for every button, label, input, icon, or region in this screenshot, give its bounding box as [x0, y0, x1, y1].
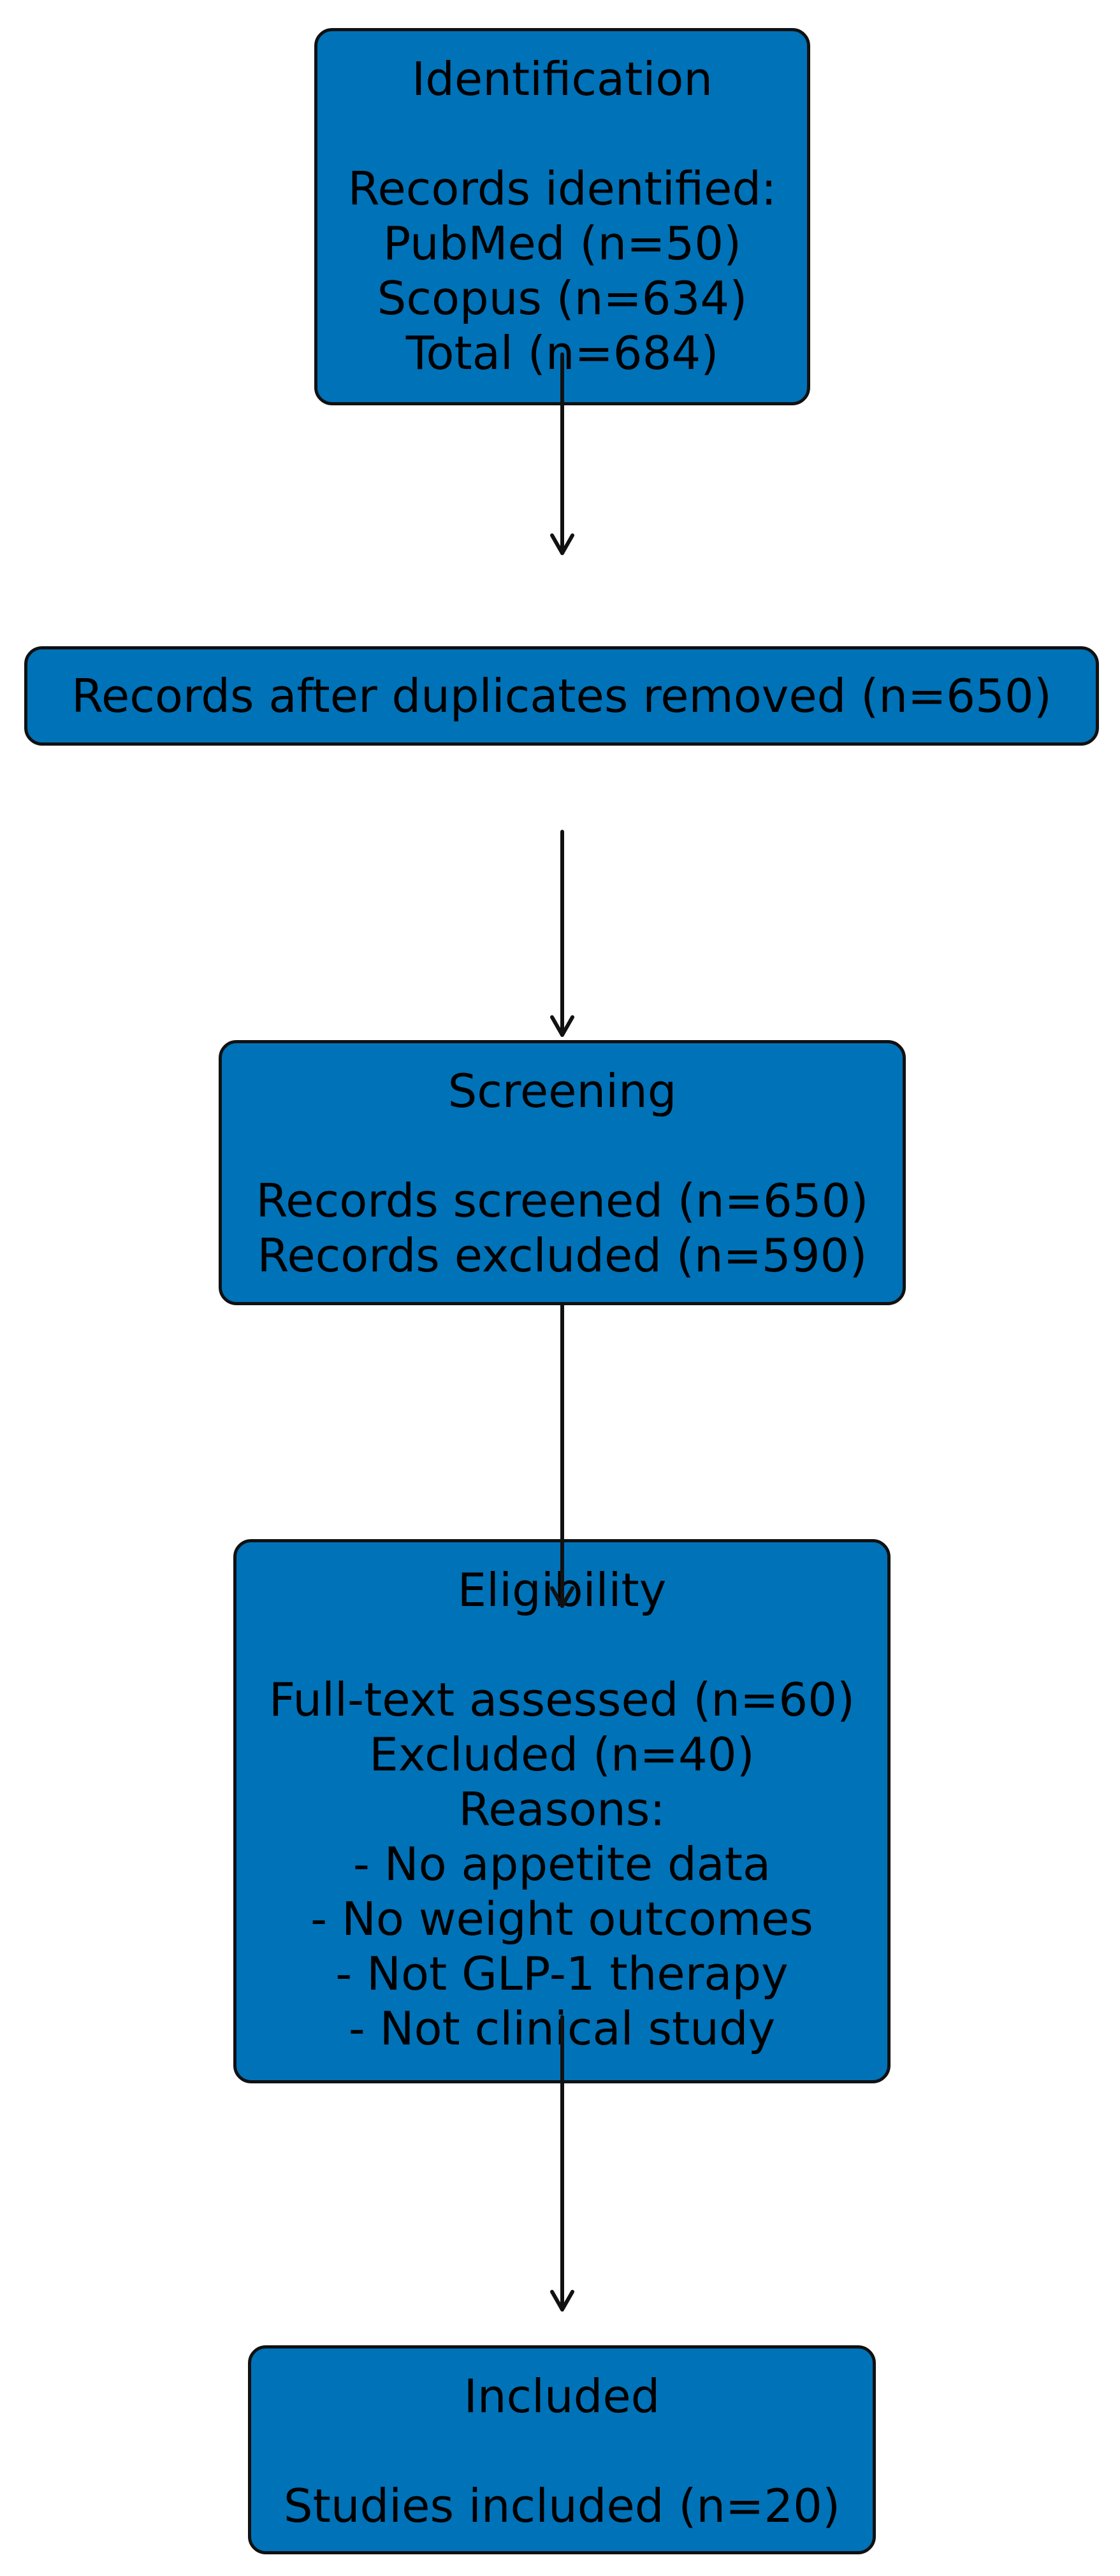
pubmed-count: PubMed (n=50) — [382, 217, 742, 270]
reason-not-clinical-study: - Not clinical study — [348, 2002, 776, 2055]
reason-no-weight-outcomes: - No weight outcomes — [310, 1892, 813, 1946]
arrow-screening-to-eligibility — [550, 1303, 574, 1608]
reason-no-appetite-data: - No appetite data — [353, 1837, 771, 1891]
eligibility-box: Eligibility Full-text assessed (n=60) Ex… — [233, 1539, 891, 2083]
screening-box: Screening Records screened (n=650) Recor… — [219, 1040, 906, 1305]
scopus-count: Scopus (n=634) — [377, 271, 748, 325]
deduplication-box: Records after duplicates removed (n=650) — [24, 646, 1099, 746]
reasons-label: Reasons: — [458, 1783, 665, 1836]
included-box: Included Studies included (n=20) — [248, 2345, 876, 2554]
full-text-excluded: Excluded (n=40) — [369, 1728, 755, 1781]
studies-included: Studies included (n=20) — [283, 2479, 841, 2533]
screening-heading: Screening — [447, 1064, 677, 1118]
records-excluded: Records excluded (n=590) — [257, 1229, 868, 1282]
deduplication-text: Records after duplicates removed (n=650) — [71, 669, 1052, 723]
total-count: Total (n=684) — [405, 326, 719, 380]
records-identified-label: Records identified: — [347, 162, 777, 215]
records-screened: Records screened (n=650) — [256, 1174, 869, 1227]
arrow-identification-to-deduplication — [550, 352, 574, 555]
full-text-assessed: Full-text assessed (n=60) — [268, 1673, 855, 1726]
arrow-eligibility-to-included — [550, 2015, 574, 2312]
identification-box: Identification Records identified: PubMe… — [314, 28, 810, 405]
reason-not-glp1-therapy: - Not GLP-1 therapy — [335, 1947, 789, 2001]
arrow-deduplication-to-screening — [550, 830, 574, 1037]
identification-heading: Identification — [411, 52, 713, 106]
included-heading: Included — [463, 2370, 660, 2423]
